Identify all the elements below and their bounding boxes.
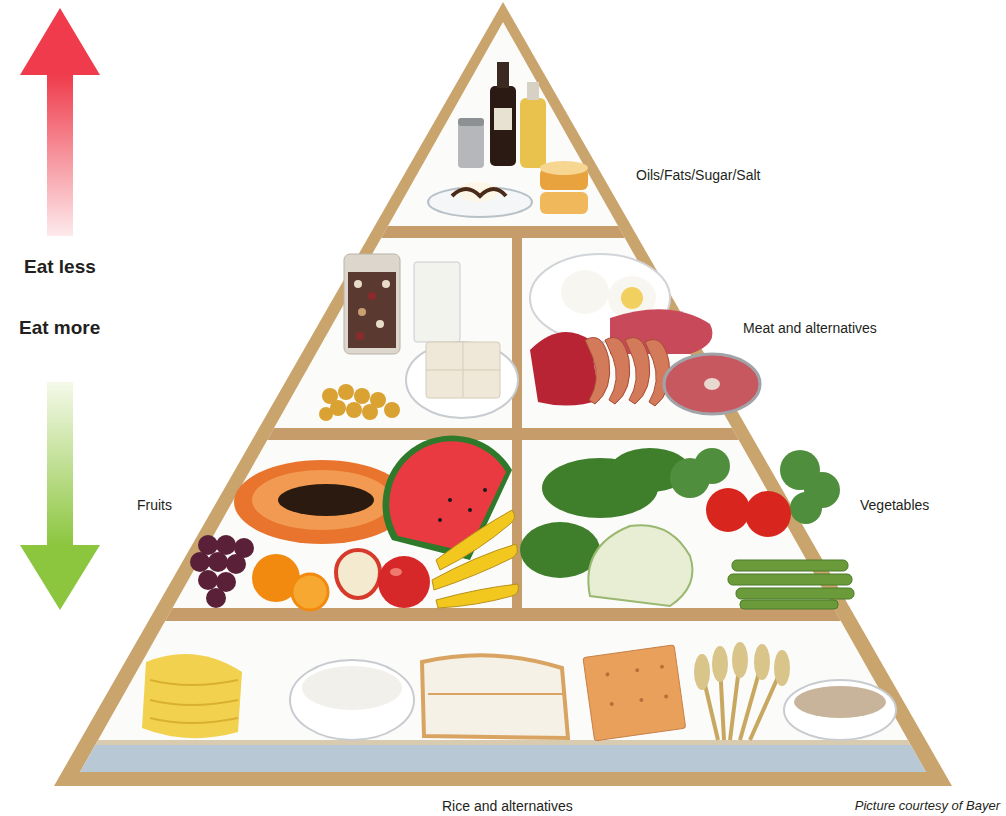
pyramid-frame bbox=[54, 2, 952, 786]
food-group-label: Fruits bbox=[137, 496, 172, 514]
eat-more-arrow bbox=[20, 382, 100, 610]
food-group-label: Oils/Fats/Sugar/Salt bbox=[636, 166, 761, 184]
meat-foods bbox=[530, 254, 760, 414]
oils-fats-sugar-salt-foods bbox=[428, 62, 588, 217]
dairy-foods bbox=[319, 254, 518, 421]
pyramid-shelves bbox=[0, 226, 1006, 774]
food-group-label: Rice and alternatives bbox=[442, 797, 573, 815]
food-group-label: Vegetables bbox=[860, 496, 929, 514]
vegetable-foods bbox=[520, 448, 854, 609]
credit-note: Picture courtesy of Bayer bbox=[855, 797, 1000, 815]
pyramid-ground bbox=[80, 22, 926, 772]
food-group-label: Meat and alternatives bbox=[743, 319, 877, 337]
grain-foods bbox=[142, 642, 896, 741]
eat-less-arrow bbox=[20, 8, 100, 236]
fruit-foods bbox=[190, 436, 518, 610]
eat-more-label: Eat more bbox=[19, 317, 100, 339]
eat-less-label: Eat less bbox=[24, 256, 96, 278]
